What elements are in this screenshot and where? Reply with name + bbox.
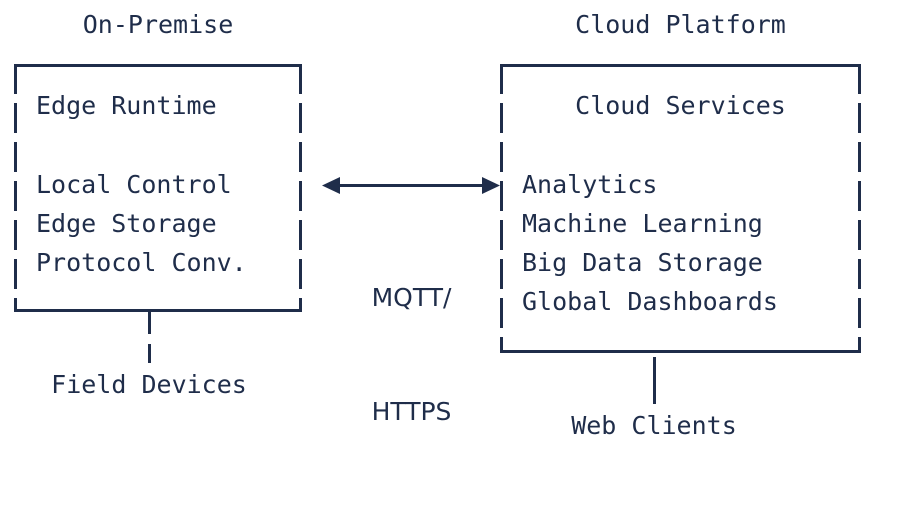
field-devices-label: Field Devices: [51, 370, 247, 399]
cloud-platform-item: Big Data Storage: [522, 248, 763, 277]
cloud-platform-item: Global Dashboards: [522, 287, 778, 316]
on-premise-item: Edge Storage: [36, 209, 217, 238]
on-premise-item: Protocol Conv.: [36, 248, 247, 277]
connection-protocol-label-line-2: HTTPS: [371, 397, 452, 426]
cloud-platform-item: Analytics: [522, 170, 658, 199]
connection-protocol-label: MQTT/ HTTPS: [323, 203, 500, 507]
cloud-platform-item: Machine Learning: [522, 209, 763, 238]
diagram-canvas: On-Premise Cloud Platform Edge Runtime L…: [14, 10, 861, 440]
double-headed-arrow-icon: [322, 177, 500, 194]
cloud-platform-heading: Cloud Services: [575, 91, 786, 120]
on-premise-panel: Edge Runtime Local Control Edge Storage …: [14, 64, 302, 312]
on-premise-heading: Edge Runtime: [36, 91, 217, 120]
connection-protocol-label-line-1: MQTT/: [371, 283, 452, 312]
cloud-platform-panel-body: Cloud Services Analytics Machine Learnin…: [500, 64, 861, 353]
on-premise-item: Local Control: [36, 170, 232, 199]
web-clients-label: Web Clients: [571, 411, 737, 440]
on-premise-title: On-Premise: [82, 10, 234, 39]
cloud-platform-panel: Cloud Services Analytics Machine Learnin…: [500, 64, 861, 353]
cloud-platform-title: Cloud Platform: [575, 10, 786, 39]
on-premise-panel-body: Edge Runtime Local Control Edge Storage …: [14, 64, 302, 312]
